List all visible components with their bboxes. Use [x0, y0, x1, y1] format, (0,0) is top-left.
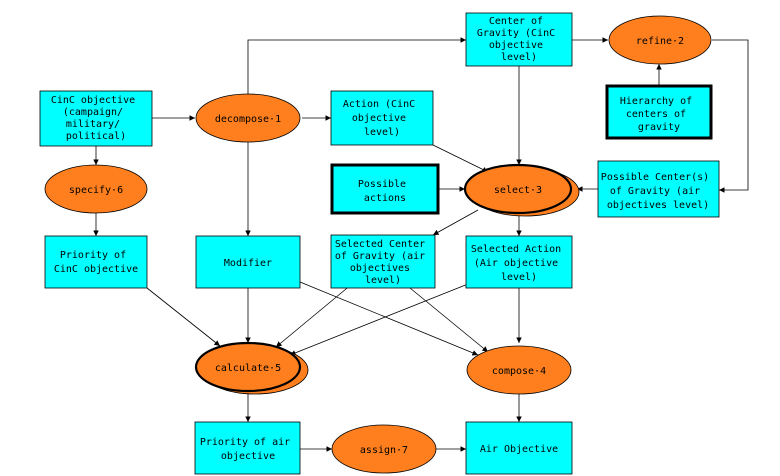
node-selected-action[interactable]: Selected Action (Air objective level)	[465, 235, 573, 289]
svg-text:calculate·5: calculate·5	[215, 363, 281, 374]
svg-text:Air Objective: Air Objective	[480, 444, 558, 455]
svg-text:specify·6: specify·6	[69, 185, 123, 196]
svg-text:Modifier: Modifier	[224, 258, 272, 269]
node-hierarchy[interactable]: Hierarchy of centers of gravity	[605, 84, 713, 140]
node-assign[interactable]: assign·7	[331, 424, 437, 474]
svg-text:Selected Center of Gravi: Selected Center of Gravity (air objectiv…	[335, 239, 431, 286]
edge-selected-center-to-calculate	[275, 283, 353, 348]
node-possible-centers[interactable]: Possible Center(s) of Gravity (air objec…	[597, 160, 720, 218]
node-specify[interactable]: specify·6	[44, 164, 148, 214]
svg-text:assign·7: assign·7	[360, 445, 408, 456]
node-calculate[interactable]: calculate·5	[194, 341, 309, 395]
node-priority-cinc[interactable]: Priority of CinC objective	[44, 235, 148, 289]
node-priority-air[interactable]: Priority of air objective	[194, 421, 301, 475]
edge-select-to-selected-center	[432, 209, 479, 236]
node-action-cinc[interactable]: Action (CinC objective level)	[330, 90, 434, 146]
edge-modifier-to-compose	[299, 281, 479, 356]
node-selected-center[interactable]: Selected Center of Gravity (air objectiv…	[330, 234, 436, 289]
svg-text:select·3: select·3	[494, 185, 542, 196]
svg-text:Selected Action (Air obj: Selected Action (Air objective level)	[471, 244, 567, 283]
svg-text:Possible Center(s) of Gr: Possible Center(s) of Gravity (air objec…	[601, 172, 715, 211]
node-air-objective[interactable]: Air Objective	[465, 421, 573, 475]
svg-text:decompose·1: decompose·1	[215, 114, 281, 125]
edge-selected-action-to-calculate	[289, 283, 469, 356]
edges	[93, 37, 749, 452]
svg-text:CinC objective (campaign: CinC objective (campaign/ military/ poli…	[51, 95, 141, 142]
svg-text:Hierarchy of centers of: Hierarchy of centers of gravity	[620, 96, 698, 133]
svg-text:Action (CinC objective: Action (CinC objective level)	[343, 99, 421, 138]
svg-text:Priority of air objectiv: Priority of air objective	[200, 437, 296, 462]
svg-text:Possible actions: Possible actions	[358, 179, 412, 204]
node-refine[interactable]: refine·2	[608, 15, 712, 65]
node-compose[interactable]: compose·4	[466, 345, 572, 395]
node-modifier[interactable]: Modifier	[195, 235, 301, 289]
edge-action-to-select	[432, 144, 489, 173]
edge-priority-to-calculate	[146, 287, 221, 347]
node-center-gravity-cinc[interactable]: Center of Gravity (CinC objective level)	[465, 12, 573, 67]
edge-selected-center-to-compose	[409, 287, 489, 353]
edge-refine-to-possible-centers	[712, 39, 749, 193]
node-cinc-objective[interactable]: CinC objective (campaign/ military/ poli…	[39, 90, 153, 147]
node-decompose[interactable]: decompose·1	[195, 93, 301, 143]
svg-text:refine·2: refine·2	[636, 36, 684, 47]
svg-text:Priority of CinC objecti: Priority of CinC objective	[54, 250, 138, 275]
edge-decompose-to-center-gravity	[247, 37, 466, 94]
node-possible-actions[interactable]: Possible actions	[330, 163, 440, 215]
svg-text:compose·4: compose·4	[492, 366, 546, 377]
node-select[interactable]: select·3	[463, 163, 580, 217]
svg-text:Center of Gravity (CinC: Center of Gravity (CinC objective level)	[477, 16, 561, 63]
